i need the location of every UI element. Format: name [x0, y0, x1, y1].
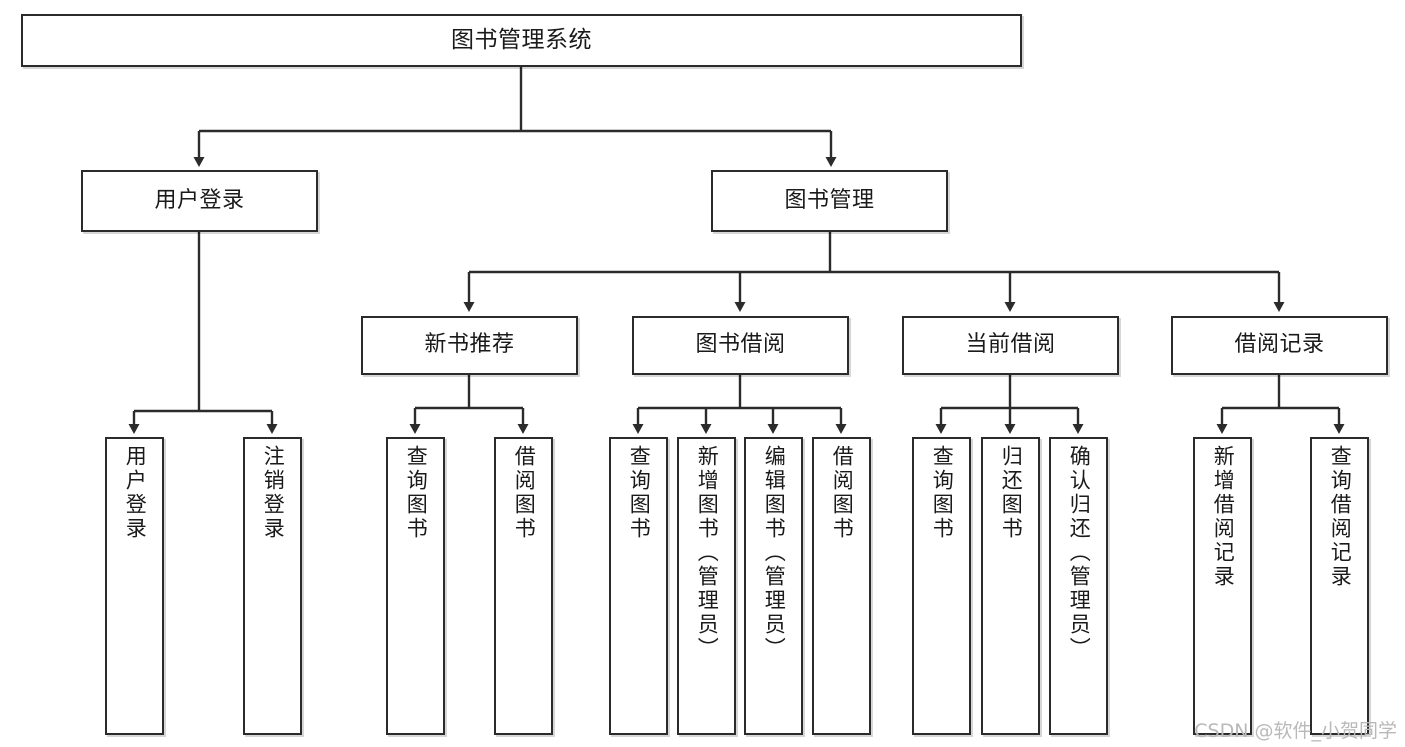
node-label: 注销登录 — [261, 445, 286, 541]
leaf-borrow-book-newbook[interactable]: 借阅图书 — [494, 437, 553, 735]
node-label: 借阅图书 — [512, 445, 537, 541]
leaf-add-book-admin[interactable]: 新增图书（管理员） — [677, 437, 736, 735]
leaf-edit-book-admin[interactable]: 编辑图书（管理员） — [744, 437, 803, 735]
node-label: 新书推荐 — [424, 332, 515, 358]
node-label: 查询图书 — [404, 445, 429, 541]
leaf-query-book-newbook[interactable]: 查询图书 — [386, 437, 445, 735]
node-label: 借阅图书 — [830, 445, 855, 541]
csdn-watermark: CSDN @软件_小贺同学 — [1194, 720, 1397, 742]
leaf-query-book-borrow[interactable]: 查询图书 — [609, 437, 668, 735]
leaf-query-book-current[interactable]: 查询图书 — [912, 437, 971, 735]
node-label: 查询借阅记录 — [1328, 445, 1353, 589]
leaf-logout[interactable]: 注销登录 — [243, 437, 302, 735]
node-label: 查询图书 — [627, 445, 652, 541]
node-user-login[interactable]: 用户登录 — [81, 170, 318, 232]
leaf-query-borrow-record[interactable]: 查询借阅记录 — [1310, 437, 1369, 735]
leaf-return-book[interactable]: 归还图书 — [981, 437, 1040, 735]
leaf-confirm-return-admin[interactable]: 确认归还（管理员） — [1049, 437, 1108, 735]
node-label: 新增借阅记录 — [1211, 445, 1236, 589]
node-label: 图书管理系统 — [451, 26, 592, 53]
node-root-system[interactable]: 图书管理系统 — [21, 14, 1022, 67]
node-label: 查询图书 — [930, 445, 955, 541]
leaf-borrow-book[interactable]: 借阅图书 — [812, 437, 871, 735]
node-label: 用户登录 — [123, 445, 148, 541]
node-label: 编辑图书（管理员） — [762, 445, 787, 661]
leaf-add-borrow-record[interactable]: 新增借阅记录 — [1193, 437, 1252, 735]
node-label: 借阅记录 — [1234, 332, 1325, 358]
node-label: 图书管理 — [784, 187, 875, 213]
node-label: 归还图书 — [999, 445, 1024, 541]
leaf-user-login[interactable]: 用户登录 — [105, 437, 164, 735]
node-current-borrow[interactable]: 当前借阅 — [902, 316, 1119, 375]
node-label: 当前借阅 — [965, 332, 1056, 358]
node-new-book-recommend[interactable]: 新书推荐 — [361, 316, 578, 375]
node-book-borrow[interactable]: 图书借阅 — [632, 316, 849, 375]
node-label: 新增图书（管理员） — [695, 445, 720, 661]
node-label: 确认归还（管理员） — [1067, 445, 1092, 661]
node-label: 用户登录 — [154, 187, 245, 213]
node-label: 图书借阅 — [695, 332, 786, 358]
node-book-management[interactable]: 图书管理 — [711, 170, 948, 232]
node-borrow-record[interactable]: 借阅记录 — [1171, 316, 1388, 375]
